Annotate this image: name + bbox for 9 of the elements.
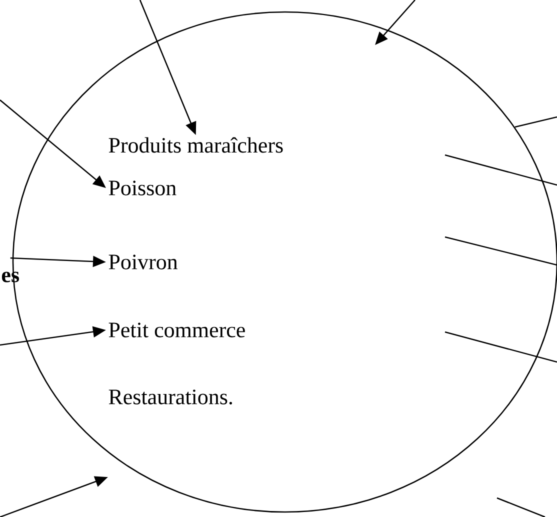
- item-text: Poisson: [108, 180, 176, 196]
- line: [514, 116, 557, 128]
- line: [444, 331, 557, 363]
- item-text: Petit commerce: [108, 322, 245, 338]
- item-text: Poivron: [108, 254, 178, 270]
- line: [444, 154, 557, 186]
- item-text: Produits maraîchers: [108, 137, 283, 153]
- item-text: Restaurations.: [108, 390, 232, 404]
- line: [444, 236, 557, 266]
